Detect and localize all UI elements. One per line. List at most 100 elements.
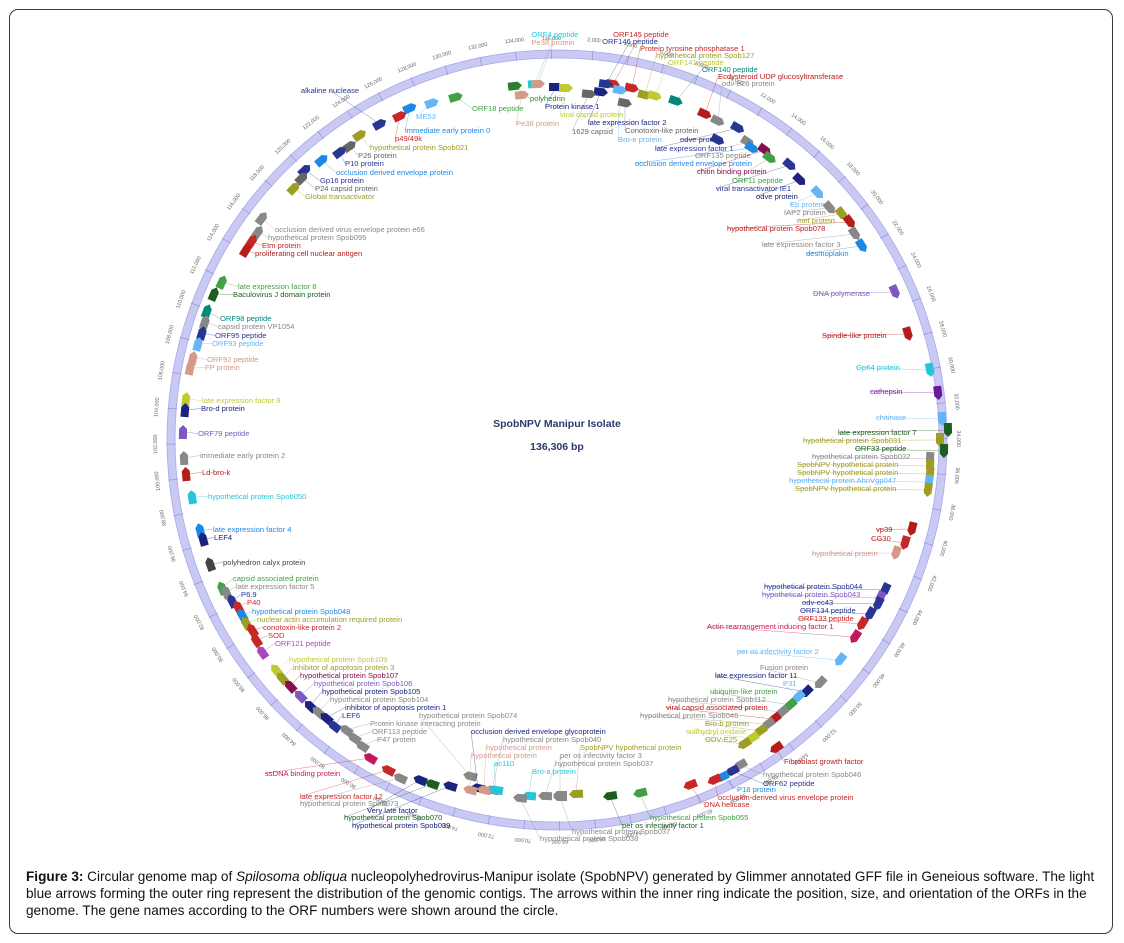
gene-arrow <box>603 791 618 801</box>
gene-arrow <box>709 114 725 126</box>
gene-annotation: ORF62 peptide <box>725 764 815 788</box>
gene-label: IAP2 protein <box>784 208 826 217</box>
gene-annotation: hypothetical protein Spob112 <box>667 695 790 717</box>
gene-label: ORF18 peptide <box>472 104 524 113</box>
gene-leader-line <box>299 777 401 804</box>
gene-leader-line <box>796 213 843 221</box>
gene-arrow <box>598 79 613 89</box>
gene-label: hypothetical protein Spob037 <box>572 827 670 836</box>
gene-leader-line <box>799 610 871 615</box>
gene-arrow <box>393 773 409 785</box>
tick-label: 124,000 <box>332 94 352 110</box>
gene-label: late expression factor 12 <box>300 792 383 801</box>
gene-leader-line <box>704 723 761 732</box>
gene-arrow <box>593 87 608 97</box>
gene-label: hypothetical protein Spob043 <box>762 590 860 599</box>
gene-arrow <box>792 172 806 185</box>
gene-annotation: ME53 <box>415 98 439 121</box>
tick-label: 96,000 <box>167 545 177 563</box>
gene-leader-line <box>736 651 841 661</box>
gene-annotation: ssDNA binding protein <box>264 753 379 778</box>
gene-leader-line <box>255 635 269 641</box>
tick-mark <box>591 50 594 61</box>
tick-mark <box>323 745 331 755</box>
gene-annotation: per os infectivity factor 2 <box>736 647 848 666</box>
gene-annotation: ORF146 peptide <box>598 37 658 89</box>
tick-label: 20,000 <box>869 189 884 206</box>
gene-leader-line <box>775 747 785 762</box>
gene-label: LEF4 <box>214 533 232 542</box>
gene-label: sulfhydryl oxidase <box>686 727 746 736</box>
gene-label: hypothetical protein <box>812 549 878 558</box>
tick-label: 132,000 <box>468 42 488 52</box>
gene-annotation: ORF18 peptide <box>448 92 524 113</box>
gene-annotation: IAP2 protein <box>783 200 835 217</box>
gene-leader-line <box>783 207 831 213</box>
tick-label: 28,000 <box>937 320 947 338</box>
tick-label: 100,000 <box>154 471 162 491</box>
tick-mark <box>759 762 766 772</box>
gene-arrow <box>328 721 342 734</box>
tick-label: 92,000 <box>193 613 206 630</box>
gene-annotation: capsid protein VP1054 <box>198 315 294 331</box>
gene-label: ssDNA binding protein <box>265 769 340 778</box>
gene-label: P10 protein <box>345 159 384 168</box>
gene-leader-line <box>182 431 199 434</box>
tick-mark <box>594 819 597 830</box>
tick-label: 12,000 <box>759 92 776 106</box>
gene-label: hypothetical protein Spob107 <box>300 671 398 680</box>
tick-label: 44,000 <box>910 608 923 625</box>
tick-mark <box>193 580 204 586</box>
gene-label: Etm protein <box>262 241 301 250</box>
gene-label: ORF134 peptide <box>800 606 856 615</box>
gene-label: odve protein <box>680 135 722 144</box>
gene-annotation: late expression factor 2 <box>587 87 667 127</box>
gene-annotation: ORF11 peptide <box>731 150 783 185</box>
gene-label: 1629 capsid <box>572 127 613 136</box>
gene-leader-line <box>761 233 856 245</box>
gene-annotation: hypothetical protein Spob038 <box>513 793 638 843</box>
gene-label: odv-ec43 <box>802 598 833 607</box>
gene-annotation: Spindle-like protein <box>821 326 913 341</box>
gene-label: viral capsid associated protein <box>666 703 768 712</box>
gene-annotation: Conotoxin-like protein <box>617 97 698 135</box>
tick-mark <box>523 819 525 830</box>
gene-leader-line <box>685 731 753 739</box>
gene-arrow <box>443 781 458 792</box>
tick-label: 4,000 <box>623 42 637 50</box>
gene-annotation: DNA helicase <box>683 778 750 809</box>
gene-label: chitinase <box>876 413 906 422</box>
gene-annotation: hypothetical protein <box>463 751 537 796</box>
tick-mark <box>190 302 201 307</box>
gene-label: ORF93 peptide <box>212 339 264 348</box>
gene-arrow <box>356 741 371 754</box>
tick-mark <box>241 207 251 215</box>
gene-leader-line <box>515 94 523 124</box>
gene-annotation: CG30 <box>870 534 911 550</box>
tick-mark <box>911 297 922 302</box>
tick-mark <box>346 110 353 119</box>
tick-label: 48,000 <box>871 672 886 689</box>
gene-label: ORF113 peptide <box>372 727 427 736</box>
gene-leader-line <box>788 480 930 483</box>
gene-leader-line <box>185 472 203 475</box>
gene-leader-line <box>634 147 753 164</box>
gene-annotation: Ecdysteroid UDP glucosyltransferase <box>696 72 843 119</box>
gene-label: ORF11 peptide <box>732 176 783 185</box>
gene-annotation: late expression factor 4 <box>195 523 292 538</box>
gene-label: P26 protein <box>358 151 397 160</box>
gene-arrow <box>413 775 428 787</box>
gene-annotation: Ep protein <box>789 185 825 209</box>
tick-mark <box>410 77 415 87</box>
gene-leader-line <box>544 763 556 797</box>
gene-annotation: p49/49k <box>391 111 422 143</box>
gene-annotation: ubiquitin-like protein <box>709 687 798 710</box>
gene-annotation: occlusion derived virus envelope protein… <box>254 212 425 234</box>
gene-label: polyhedrin <box>530 94 565 103</box>
tick-label: 108,000 <box>165 324 176 344</box>
gene-label: ORF121 peptide <box>275 639 331 648</box>
gene-leader-line <box>605 41 631 85</box>
tick-mark <box>246 672 256 679</box>
gene-leader-line <box>713 779 719 798</box>
tick-label: 90,000 <box>211 646 225 663</box>
